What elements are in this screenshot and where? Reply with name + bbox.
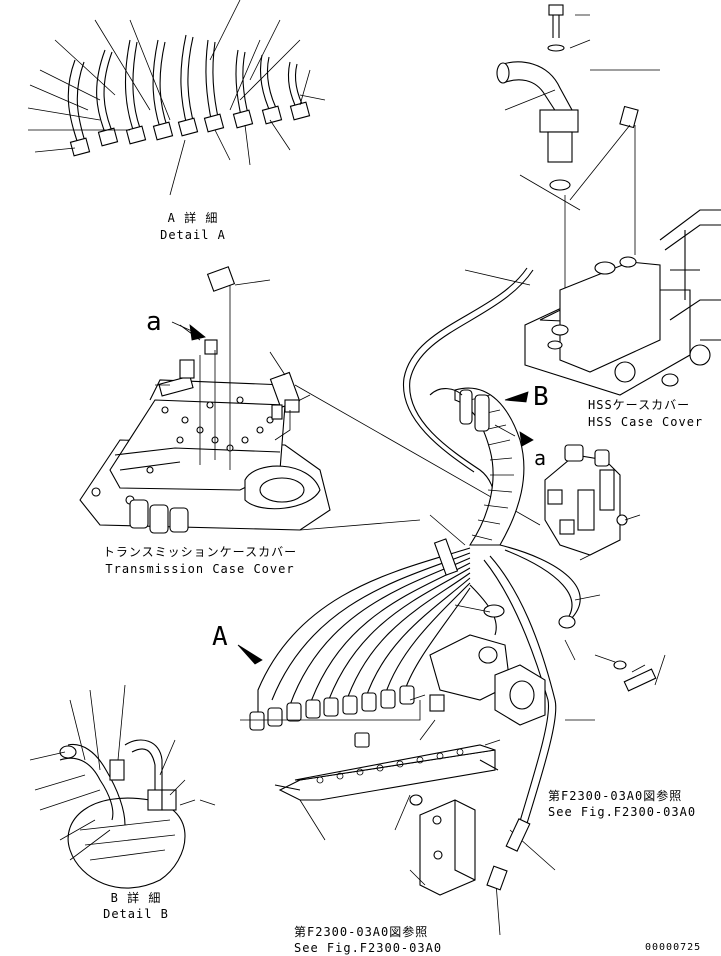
detail-b-hose-group <box>29 684 216 889</box>
connector-block <box>429 634 546 726</box>
transmission-case-cover <box>79 266 541 534</box>
view-b-marker: B <box>533 382 549 412</box>
see-fig-right-jp: 第F2300-03A0図参照 <box>548 789 683 803</box>
view-a-marker: A <box>212 622 228 652</box>
drawing-number: 00000725 <box>645 942 702 953</box>
detail-a-title-en: Detail A <box>160 228 226 242</box>
marker-a-left: a <box>146 307 162 337</box>
manifold-strip <box>274 719 501 841</box>
central-hose-harness <box>171 267 601 936</box>
hss-case-cover-label-en: HSS Case Cover <box>588 415 704 429</box>
see-fig-bottom-jp: 第F2300-03A0図参照 <box>294 925 429 939</box>
see-fig-bottom-en: See Fig.F2300-03A0 <box>294 941 443 955</box>
marker-a-right: a <box>534 446 547 470</box>
detail-b-title-en: Detail B <box>103 907 169 921</box>
see-fig-right-en: See Fig.F2300-03A0 <box>548 805 697 819</box>
bolt-fastener <box>594 654 666 692</box>
detail-a-title-jp: A 詳 細 <box>167 211 219 225</box>
detail-b-title-jp: B 詳 細 <box>110 891 162 905</box>
hss-case-cover <box>524 209 721 396</box>
transmission-case-cover-label-jp: トランスミッションケースカバー <box>102 545 298 559</box>
elbow-pipe-assembly <box>496 4 660 340</box>
valve-block <box>544 444 641 561</box>
mounting-block <box>409 799 531 896</box>
hss-case-cover-label-jp: HSSケースカバー <box>588 398 691 412</box>
transmission-case-cover-label-en: Transmission Case Cover <box>105 562 295 576</box>
detail-a-hose-group <box>27 0 326 196</box>
